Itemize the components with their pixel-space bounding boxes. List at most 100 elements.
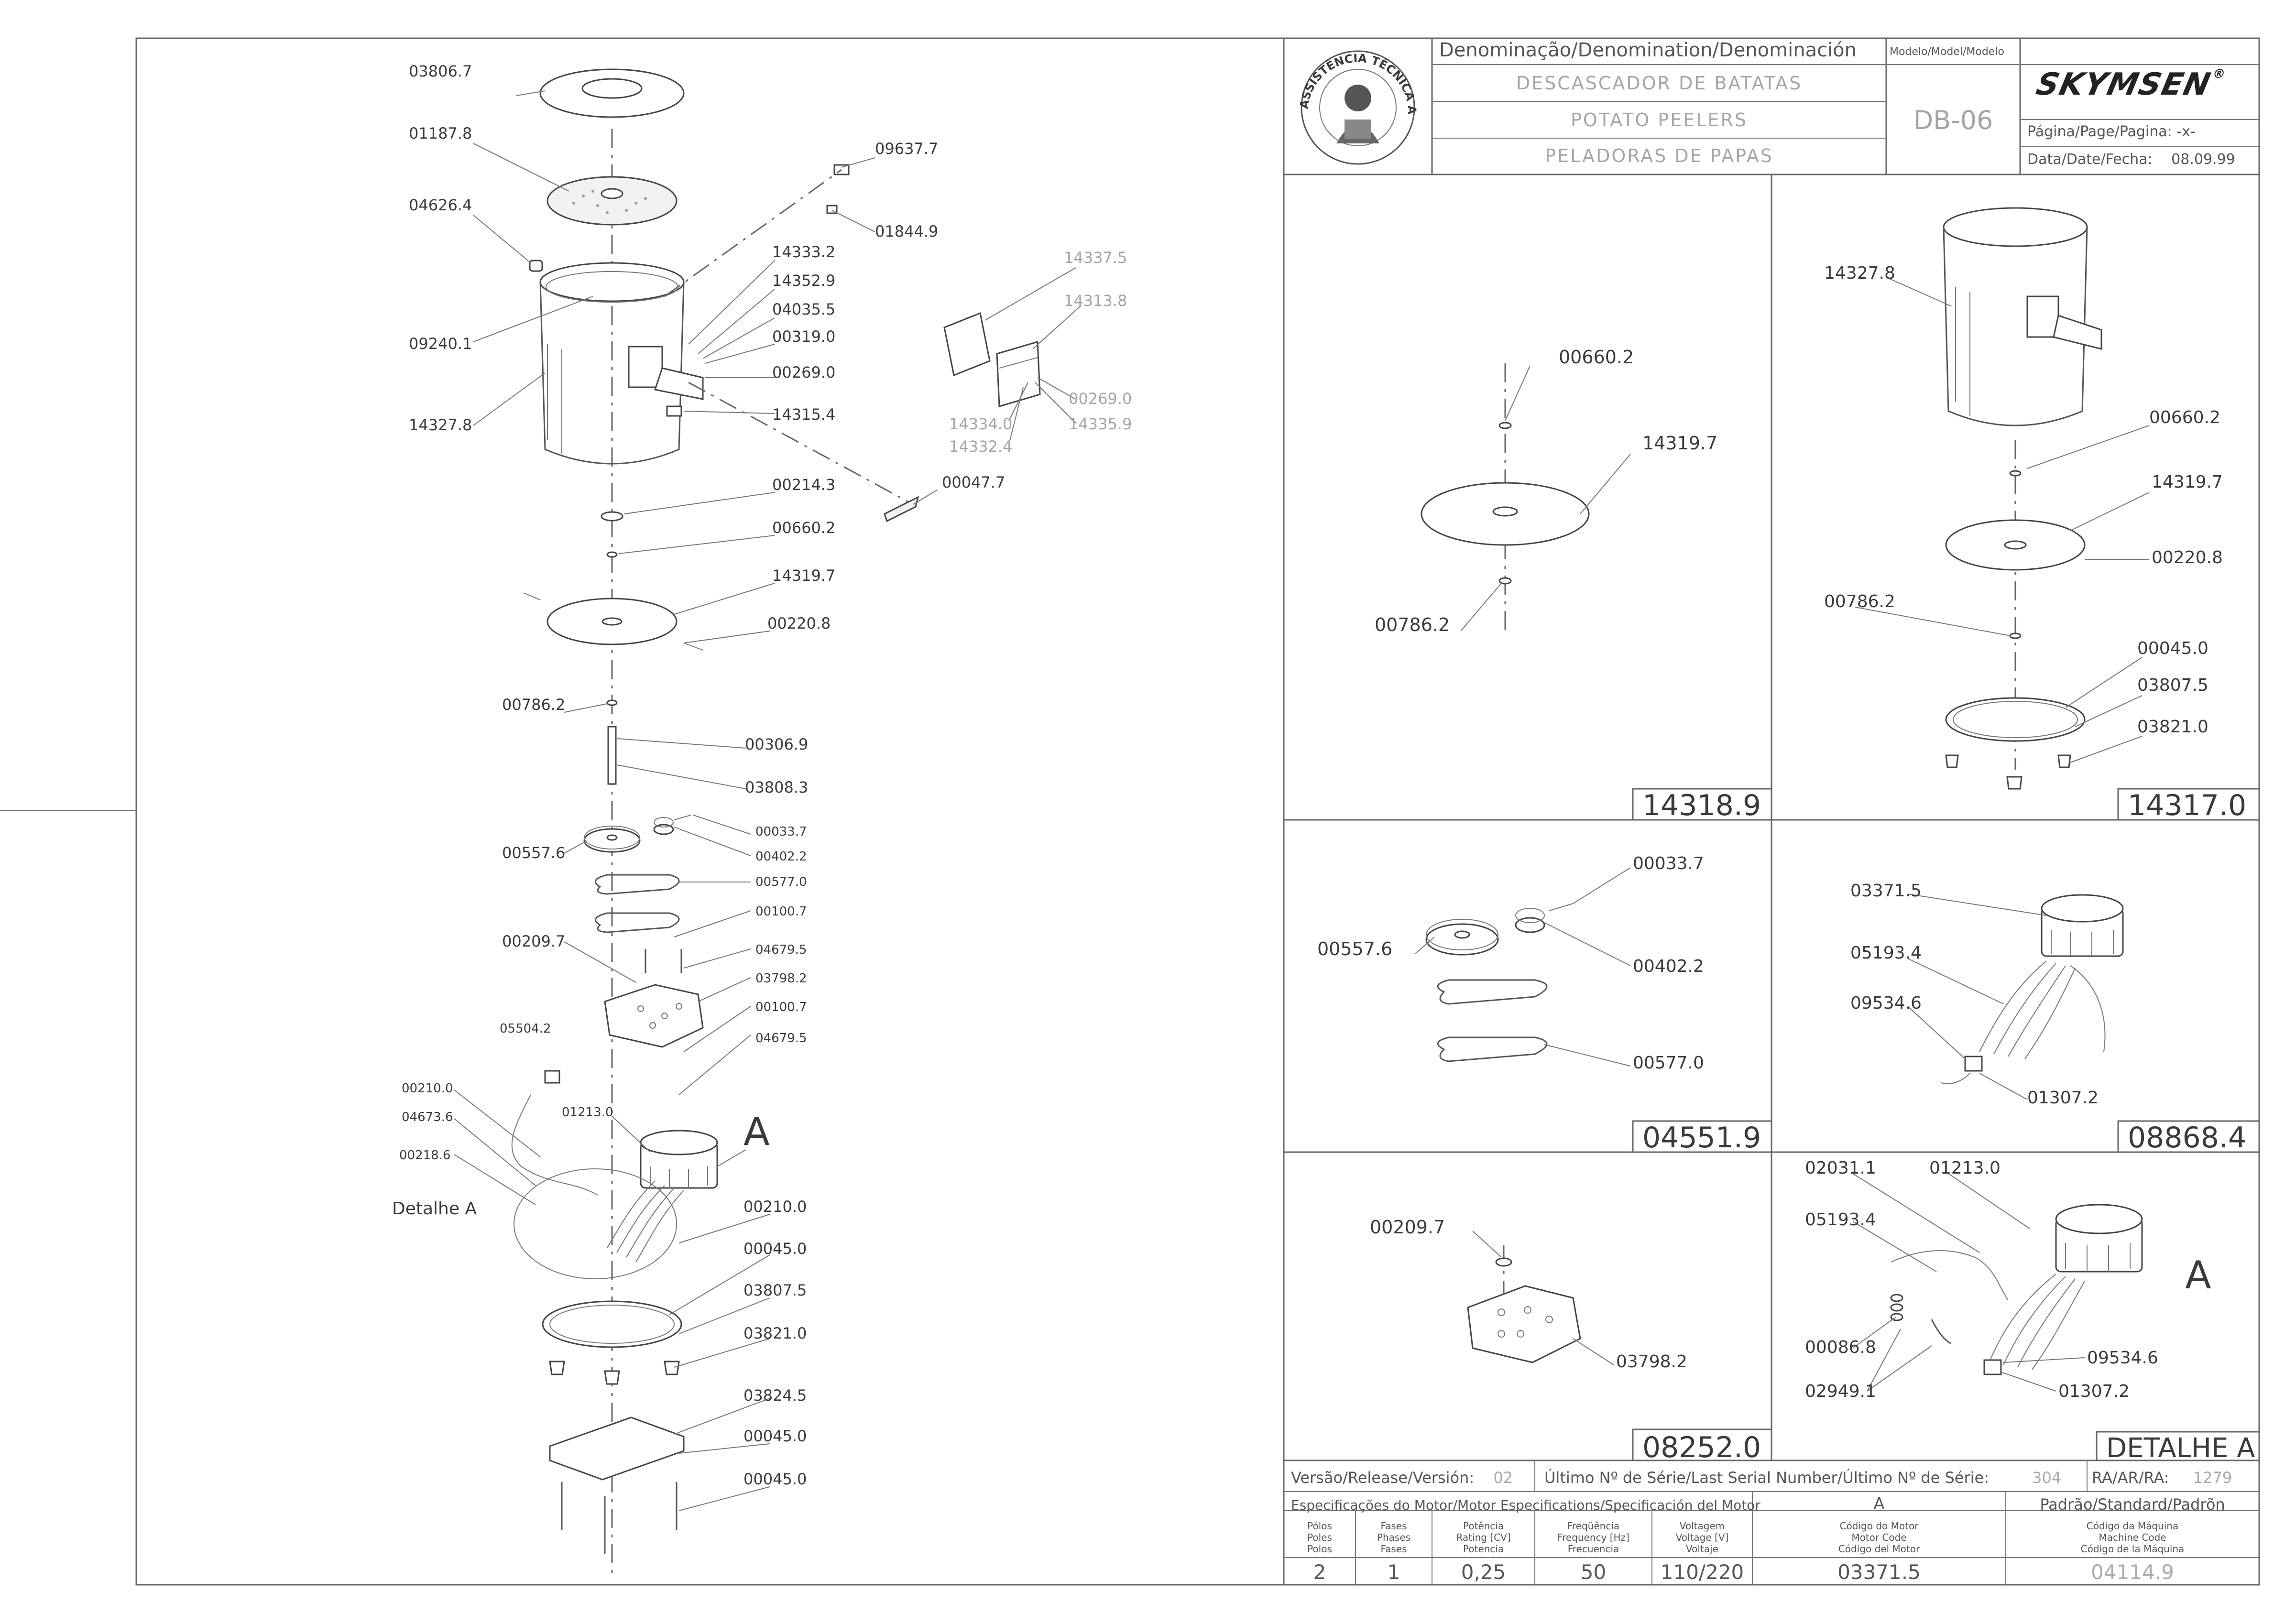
spec-head: Pólos (1307, 1520, 1332, 1532)
part-label: 00100.7 (755, 1000, 807, 1014)
part-label: 00306.9 (745, 735, 808, 753)
part-label: 03806.7 (409, 62, 472, 80)
model-number: DB-06 (1913, 105, 1993, 135)
part-label: 14327.8 (409, 416, 472, 434)
part-label: 14334.0 (949, 415, 1012, 433)
machine-name-en: POTATO PEELERS (1571, 109, 1748, 131)
part-label: 00045.0 (743, 1427, 807, 1445)
panel-detalhe-a: 02031.1 01213.0 05193.4 A 00086.8 09534.… (1805, 1158, 2259, 1464)
part-label: 01213.0 (562, 1105, 613, 1120)
spec-value: 50 (1580, 1560, 1607, 1584)
part-label: 00218.6 (399, 1148, 451, 1163)
standard-label: Padrão/Standard/Padrõn (2040, 1495, 2225, 1514)
part-label: 14337.5 (1064, 249, 1127, 267)
part-label: 09534.6 (1850, 993, 1922, 1013)
spec-value: 04114.9 (2091, 1560, 2174, 1584)
part-label: 00786.2 (1824, 592, 1895, 611)
serial-value: 304 (2032, 1469, 2062, 1487)
part-label: 00577.0 (755, 875, 807, 889)
part-label: 14327.8 (1824, 263, 1895, 283)
ra-label: RA/AR/RA: (2092, 1469, 2169, 1487)
part-label: 14319.7 (2152, 472, 2223, 492)
panel-code: 08252.0 (1642, 1431, 1761, 1464)
part-label: 03824.5 (743, 1386, 807, 1405)
panel-14318-9: 00660.2 14319.7 00786.2 14318.9 (1375, 347, 1771, 822)
spec-head: Polos (1307, 1543, 1332, 1555)
motor-spec-label: Especificações do Motor/Motor Especifica… (1291, 1497, 1760, 1513)
spec-head: Machine Code (2099, 1532, 2166, 1543)
part-label: 00786.2 (1375, 614, 1450, 635)
page-label: Página/Page/Pagina: (2027, 123, 2172, 140)
part-label: 01307.2 (2027, 1088, 2099, 1108)
panel-04551-9: 00033.7 00557.6 00402.2 00577.0 04551.9 (1317, 854, 1771, 1155)
spec-col-rating: Potência Rating [CV] Potencia 0,25 (1432, 1520, 1535, 1584)
spec-value: 1 (1387, 1560, 1400, 1584)
serial-label: Último Nº de Série/Last Serial Number/Úl… (1544, 1469, 1989, 1487)
part-label: 05193.4 (1850, 943, 1922, 963)
date-label: Data/Date/Fecha: (2027, 151, 2153, 168)
part-label: 09240.1 (409, 335, 472, 353)
part-label: 03798.2 (1616, 1352, 1687, 1372)
part-label: 00557.6 (1317, 938, 1392, 959)
version-label: Versão/Release/Versión: (1291, 1469, 1475, 1487)
part-label: 03807.5 (2137, 675, 2209, 695)
machine-name-pt: DESCASCADOR DE BATATAS (1516, 73, 1803, 94)
title-block (1431, 38, 2259, 174)
detail-marker: A (2185, 1253, 2211, 1297)
version-row: Versão/Release/Versión: 02 (1291, 1469, 1513, 1487)
spec-value: 0,25 (1461, 1560, 1506, 1584)
spec-head: Código da Máquina (2086, 1520, 2179, 1532)
part-label: 05193.4 (1805, 1210, 1876, 1230)
main-frame (135, 37, 2260, 1586)
spec-head: Código de la Máquina (2080, 1543, 2185, 1555)
spec-value: 03371.5 (1837, 1560, 1921, 1584)
spec-head: Phases (1377, 1532, 1411, 1543)
serial-row: Último Nº de Série/Last Serial Number/Úl… (1544, 1469, 2061, 1487)
part-label: 14333.2 (772, 243, 835, 261)
spec-head: Rating [CV] (1456, 1532, 1511, 1543)
part-label: 03821.0 (2137, 717, 2209, 737)
panel-08252-0: 00209.7 03798.2 08252.0 (1370, 1217, 1771, 1464)
part-label: 14319.7 (1642, 433, 1717, 454)
part-label: 04679.5 (755, 1031, 807, 1046)
main-leader-lines (454, 90, 1081, 1511)
part-label: 00210.0 (402, 1081, 453, 1096)
part-label: 03807.5 (743, 1281, 807, 1299)
spec-col-voltage: Voltagem Voltage [V] Voltaje 110/220 (1652, 1520, 1752, 1584)
part-label: 14332.4 (949, 437, 1012, 456)
date-value: 08.09.99 (2171, 151, 2235, 168)
part-label: 09637.7 (875, 140, 938, 158)
part-label: 00210.0 (743, 1198, 807, 1216)
spec-head: Potencia (1463, 1543, 1504, 1555)
page-row: Página/Page/Pagina: -x- (2027, 123, 2196, 140)
page-value: -x- (2176, 123, 2196, 140)
part-label: 14335.9 (1069, 415, 1132, 433)
spec-head: Fases (1380, 1520, 1407, 1532)
spec-head: Frequency [Hz] (1557, 1532, 1629, 1543)
part-label: 00269.0 (772, 363, 835, 381)
part-label: 00660.2 (1559, 347, 1634, 368)
spec-head: Motor Code (1851, 1532, 1907, 1543)
part-label: 04035.5 (772, 300, 835, 318)
main-labels: 03806.7 01187.8 04626.4 09240.1 14327.8 … (392, 62, 1132, 1488)
part-label: 03821.0 (743, 1324, 807, 1342)
spec-head: Código del Motor (1838, 1543, 1920, 1555)
part-label: 03808.3 (745, 778, 808, 796)
part-label: 00033.7 (755, 825, 807, 839)
part-label: 03371.5 (1850, 881, 1922, 901)
panel-08868-4: 03371.5 05193.4 09534.6 01307.2 08868.4 (1850, 881, 2259, 1155)
spec-head: Fases (1380, 1543, 1407, 1555)
panel-14317-0: 14327.8 00660.2 14319.7 00220.8 00786.2 … (1824, 207, 2259, 822)
brand-name: SKYMSEN (2033, 67, 2214, 102)
part-label: 00660.2 (772, 519, 835, 537)
spec-col-machine-code: Código da Máquina Machine Code Código de… (2006, 1520, 2259, 1584)
spec-head: Frecuencia (1567, 1543, 1619, 1555)
spec-head: Voltaje (1686, 1543, 1718, 1555)
part-label: 03798.2 (755, 971, 807, 986)
part-label: 00209.7 (502, 932, 565, 950)
panel-code: 04551.9 (1642, 1121, 1761, 1155)
part-label: 14319.7 (772, 566, 835, 585)
part-label: 00209.7 (1370, 1217, 1445, 1238)
part-label: 01844.9 (875, 222, 938, 240)
